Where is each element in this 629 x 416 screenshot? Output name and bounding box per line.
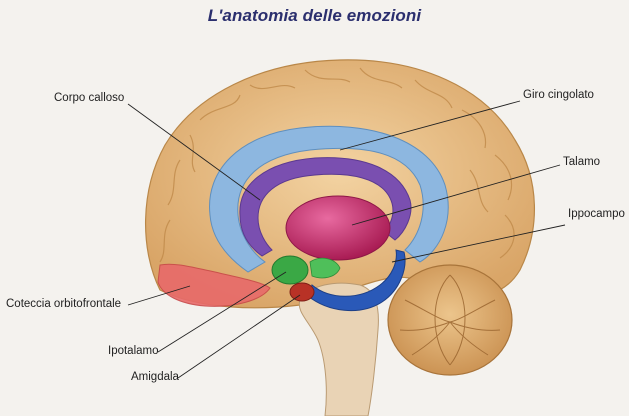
amygdala bbox=[290, 283, 314, 301]
label-amigdala: Amigdala bbox=[131, 371, 179, 383]
label-ipotalamo: Ipotalamo bbox=[108, 345, 159, 357]
label-ippocampo: Ippocampo bbox=[568, 208, 625, 220]
label-corteccia-orbitofrontale: Coteccia orbitofrontale bbox=[6, 298, 121, 310]
thalamus bbox=[286, 196, 390, 260]
cerebellum bbox=[388, 265, 512, 375]
hypothalamus bbox=[272, 256, 308, 284]
label-corpo-calloso: Corpo calloso bbox=[54, 92, 124, 104]
label-giro-cingolato: Giro cingolato bbox=[523, 89, 594, 101]
label-talamo: Talamo bbox=[563, 156, 600, 168]
